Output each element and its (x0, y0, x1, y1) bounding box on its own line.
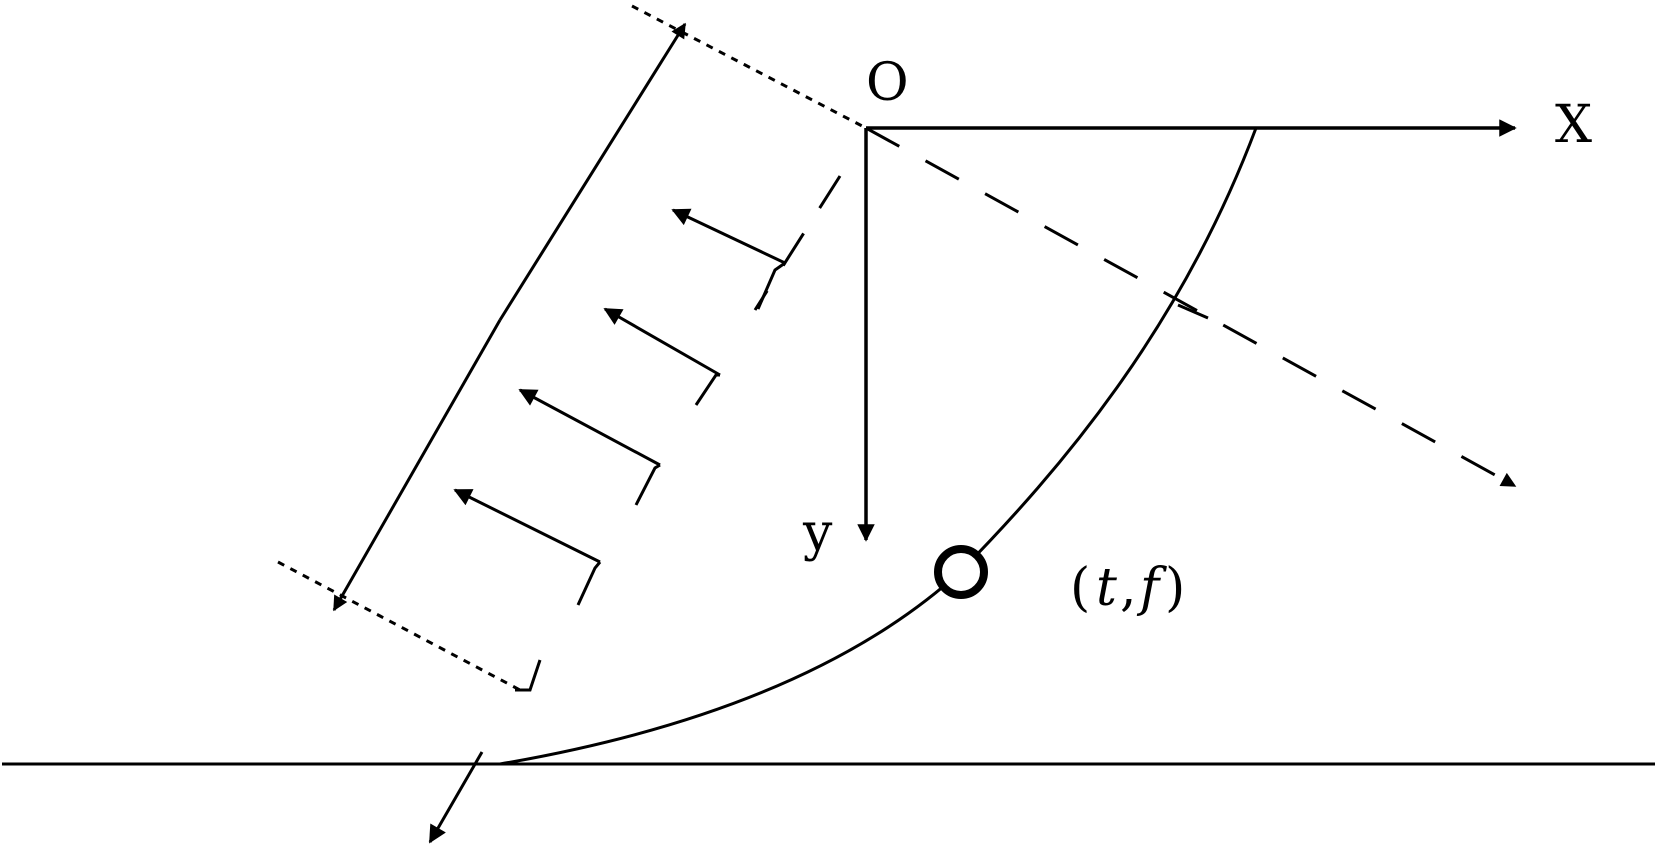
load-bracket-bottom (515, 659, 542, 692)
load-arrow-4 (453, 488, 602, 606)
trajectory-curve (499, 127, 1258, 766)
point-label: ( t , f ) (1070, 558, 1185, 618)
origin-label: O (866, 53, 909, 113)
x-axis-label: X (1555, 95, 1592, 155)
point-marker (934, 545, 988, 599)
load-arrow-1 (671, 208, 786, 310)
load-arrow-2 (603, 307, 721, 406)
ground-exit-arrow (428, 751, 484, 844)
normal-dashed-line (753, 175, 842, 311)
point-label-close: ) (1165, 558, 1185, 618)
point-label-f: f (1136, 558, 1167, 618)
dimension-arrow-down (332, 319, 502, 612)
y-axis-label: y (802, 503, 833, 563)
curve-tick (1177, 303, 1209, 320)
lower-dotted-line (277, 560, 521, 692)
upper-dotted-line (631, 4, 867, 130)
point-label-t: t (1096, 558, 1117, 618)
point-label-open: ( (1070, 558, 1090, 618)
point-label-comma: , (1120, 558, 1137, 618)
inclined-dashed-axis (865, 126, 1517, 488)
dimension-arrow-up (498, 22, 687, 321)
load-arrow-3 (518, 388, 661, 506)
